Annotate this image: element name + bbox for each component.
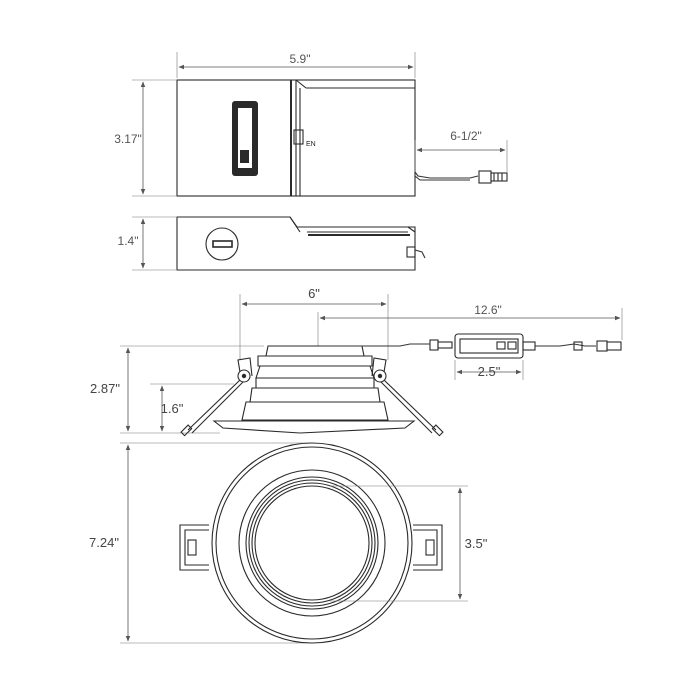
trim-diameter-label: 7.24" <box>89 535 119 550</box>
aperture-label: 3.5" <box>465 536 488 551</box>
cct-switch <box>240 150 249 163</box>
reflector-outer <box>238 469 386 617</box>
knockout-circle <box>205 227 239 261</box>
fixture-bottom-view: 7.24" 3.5" <box>89 442 488 644</box>
fixture-body <box>241 401 389 421</box>
lens-aperture <box>254 485 370 601</box>
cable-length-label: 12.6" <box>474 303 502 317</box>
bracket-left <box>179 524 209 571</box>
overall-height-label: 2.87" <box>90 381 120 396</box>
trim-outer-ring <box>211 442 413 644</box>
junction-box-side-view: 1.4" <box>118 216 426 271</box>
driver-length-label: 2.5" <box>478 364 501 379</box>
box-height-label: 3.17" <box>114 132 142 146</box>
junction-box-top-view: 5.9" 3.17" EN 6-1/2" <box>114 52 508 197</box>
box-marking-label: EN <box>306 141 316 148</box>
box-wire-connector <box>478 170 492 184</box>
box-wire <box>414 171 479 179</box>
trim-flange <box>212 420 416 434</box>
spring-clip-right <box>371 357 444 437</box>
trim-height-label: 1.6" <box>161 401 184 416</box>
fixture-side-view: 6" 12.6" 2.87" 1.6" <box>90 286 623 437</box>
driver-output-cable <box>535 343 596 347</box>
fixture-top-cap <box>265 345 365 357</box>
output-connector <box>596 340 608 352</box>
heat-sink-lower <box>249 387 381 403</box>
fixture-width-label: 6" <box>308 286 320 301</box>
heat-sink-upper <box>255 365 375 379</box>
box-latch <box>293 129 304 145</box>
spring-clip-left <box>180 357 253 437</box>
bracket-right <box>413 524 443 571</box>
box-width-label: 5.9" <box>290 52 311 66</box>
box-depth-label: 1.4" <box>118 234 139 248</box>
driver-box <box>454 333 524 359</box>
fixture-connector <box>437 341 453 349</box>
wire-length-label: 6-1/2" <box>450 129 482 143</box>
fixture-cable <box>320 343 430 347</box>
